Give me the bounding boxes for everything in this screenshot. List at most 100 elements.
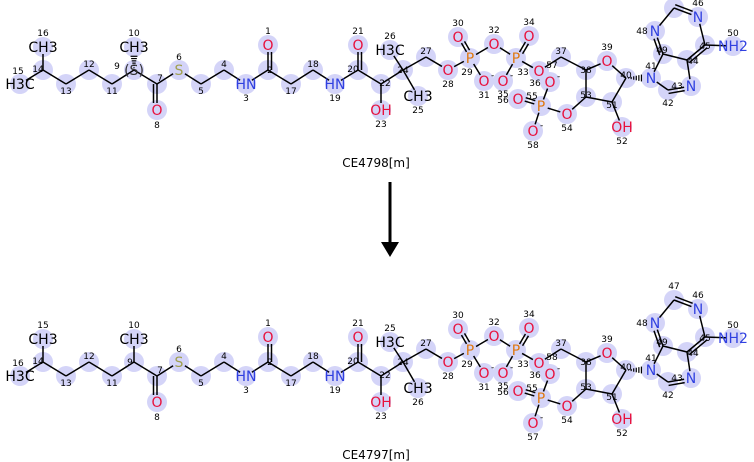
atom-highlight — [523, 121, 543, 141]
atom-symbol: CH3 — [28, 332, 57, 348]
atom-highlight — [506, 340, 526, 360]
atom-number: 46 — [692, 0, 704, 9]
atom-symbol: N — [693, 10, 703, 26]
atom-highlight — [258, 327, 278, 347]
atom-number: 49 — [656, 338, 668, 348]
bond — [156, 365, 174, 377]
atom-number: 10 — [128, 29, 140, 39]
bond — [499, 339, 511, 347]
atom-number: 38 — [580, 358, 592, 368]
atom-symbol: O — [512, 384, 523, 400]
bond — [518, 41, 527, 53]
atom-number: 3 — [243, 386, 249, 396]
atom-symbol: O — [442, 63, 453, 79]
charge-label: - — [510, 363, 513, 373]
bond — [698, 23, 706, 46]
atom-number: 35 — [497, 382, 508, 392]
atom-number: 22 — [379, 371, 390, 381]
atom-highlight — [474, 71, 494, 91]
atom-symbol: O — [452, 322, 463, 338]
atom-number: 42 — [662, 99, 673, 109]
atom-highlight — [688, 299, 708, 319]
atom-number: 9 — [114, 62, 120, 72]
atom-symbol: OH — [370, 103, 392, 119]
double-bond — [463, 332, 471, 343]
atom-symbol: O — [497, 74, 508, 90]
atom-number: 54 — [561, 416, 573, 426]
bond — [524, 392, 535, 397]
molecule-caption-top: CE4798[m] — [342, 156, 410, 170]
double-bond — [674, 4, 693, 12]
bond — [290, 361, 314, 377]
bond — [560, 348, 587, 363]
bond — [611, 65, 627, 79]
atom-symbol: CH3 — [119, 40, 148, 56]
atom-symbol: N — [650, 316, 660, 332]
atom-symbol: P — [537, 99, 545, 115]
double-bond — [653, 330, 661, 348]
atom-number: 57 — [546, 61, 557, 71]
bond — [200, 361, 225, 377]
double-bond — [674, 296, 693, 304]
atom-number: 41 — [645, 62, 656, 72]
atom-number: 16 — [37, 29, 49, 39]
charge-label: - — [557, 364, 560, 374]
bond — [544, 348, 562, 360]
atom-symbol: H3C — [375, 43, 404, 59]
atom-number: 29 — [461, 68, 473, 78]
atom-number: 23 — [375, 412, 386, 422]
atom-highlight — [236, 74, 256, 94]
bond — [25, 361, 44, 374]
bond — [156, 73, 174, 85]
atom-number: 54 — [561, 124, 573, 134]
atom-number: 50 — [727, 321, 739, 331]
charge-label: - — [557, 72, 560, 82]
atom-number: 28 — [442, 372, 454, 382]
double-bond — [521, 43, 530, 55]
bond — [704, 336, 727, 339]
atom-number: 38 — [580, 66, 592, 76]
atom-number: 12 — [83, 352, 94, 362]
bond — [357, 69, 382, 85]
bond — [267, 361, 292, 377]
atom-highlight — [438, 352, 458, 372]
atom-number: 45 — [699, 334, 710, 344]
bond — [667, 86, 685, 91]
atom-number: 11 — [106, 87, 117, 97]
bond — [667, 378, 685, 383]
atom-symbol: S — [175, 63, 184, 79]
atom-highlights — [10, 290, 743, 433]
bond — [658, 299, 675, 319]
atom-highlight — [236, 366, 256, 386]
atom-number: 57 — [527, 433, 538, 443]
bond — [393, 55, 404, 71]
atom-symbol: P — [466, 343, 474, 359]
atom-number: 26 — [384, 32, 396, 42]
atom-number: 33 — [517, 68, 528, 78]
bond — [611, 77, 627, 103]
atom-number: 6 — [176, 53, 182, 63]
atom-number: 55 — [526, 92, 537, 102]
atom-highlight — [124, 37, 144, 57]
atom-number: 11 — [106, 379, 117, 389]
atom-highlight — [519, 318, 539, 338]
bond — [505, 63, 514, 76]
atom-number: 51 — [606, 101, 617, 111]
bond — [380, 361, 404, 377]
atom-number: 19 — [329, 386, 341, 396]
bond — [656, 373, 669, 383]
atom-number: 39 — [601, 43, 613, 53]
atom-number: 15 — [37, 321, 48, 331]
bond — [505, 355, 514, 368]
atom-symbol: O — [601, 346, 612, 362]
atom-number: 10 — [128, 321, 140, 331]
bond — [88, 361, 113, 377]
atom-symbol: O — [533, 356, 544, 372]
bond — [472, 63, 482, 76]
atom-number: 48 — [636, 319, 648, 329]
atom-highlight — [380, 40, 400, 60]
bond — [42, 361, 67, 377]
atom-number: 29 — [461, 360, 473, 370]
